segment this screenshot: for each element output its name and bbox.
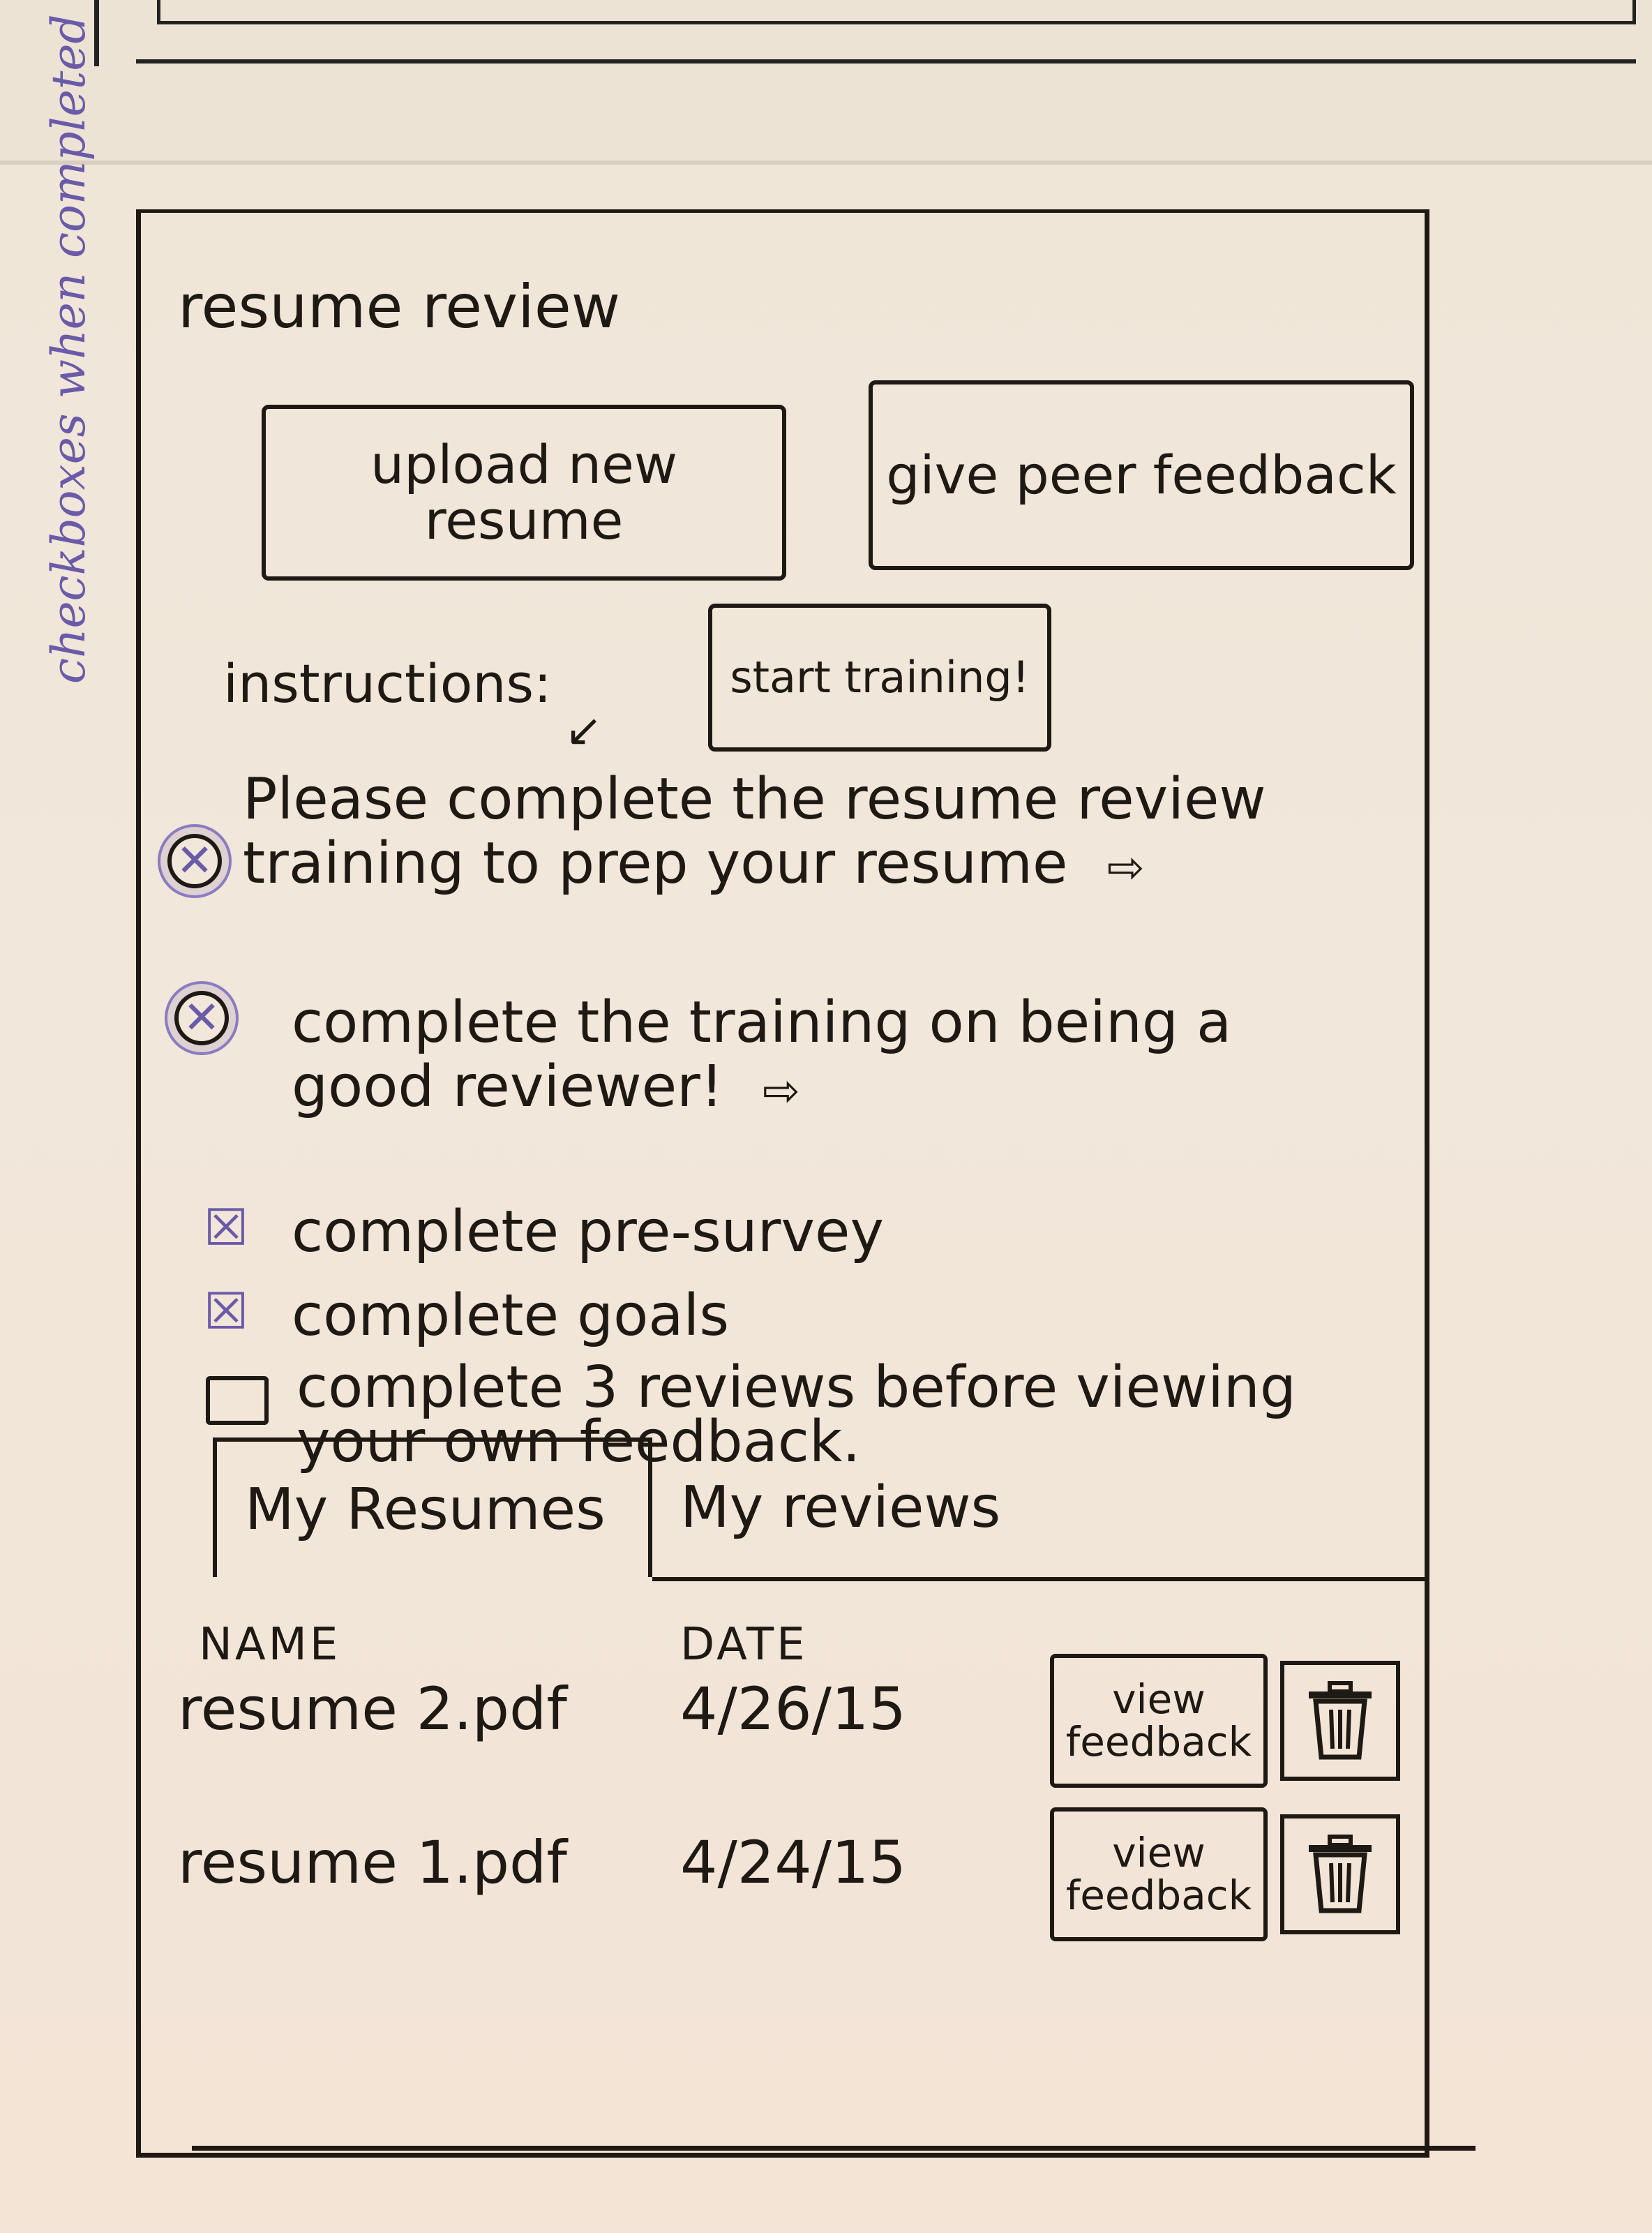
start-training-button[interactable]: start training! [708, 604, 1051, 752]
view-feedback-label: view feedback [1065, 1675, 1252, 1765]
previous-sketch-remnant [0, 0, 1652, 165]
task-item: ✕ Please complete the resume review trai… [158, 768, 1416, 898]
task-item: complete 3 reviews before viewing your o… [206, 1354, 1427, 1475]
give-peer-feedback-label: give peer feedback [886, 444, 1397, 507]
sketch-line [157, 0, 1636, 24]
check-x-icon: ✕ [176, 835, 213, 887]
give-peer-feedback-button[interactable]: give peer feedback [869, 380, 1414, 570]
check-x-icon: ☒ [203, 1282, 249, 1340]
frame-bottom-line [192, 2146, 1475, 2151]
tab-my-reviews[interactable]: My reviews [652, 1437, 1280, 1577]
page-title: resume review [178, 272, 621, 342]
task-item: ☒ complete pre-survey [199, 1198, 884, 1265]
check-x-icon: ☒ [203, 1198, 249, 1257]
delete-button[interactable] [1280, 1661, 1400, 1781]
upload-resume-button[interactable]: upload new resume [262, 405, 786, 581]
column-header-name: NAME [199, 1619, 341, 1671]
sketch-line [136, 59, 1636, 64]
task-label: complete pre-survey [292, 1199, 884, 1265]
sketch-line [94, 0, 99, 66]
delete-button[interactable] [1280, 1814, 1400, 1934]
task-label: complete 3 reviews before viewing your o… [296, 1354, 1296, 1475]
arrow-left-icon: ↙ [565, 705, 603, 756]
task-item: ✕ complete the training on being a good … [165, 981, 1416, 1119]
column-header-date: DATE [680, 1619, 808, 1671]
table-row: resume 1.pdf 4/24/15 view feedback [178, 1807, 1406, 1947]
view-feedback-button[interactable]: view feedback [1050, 1807, 1268, 1941]
checkbox-checked[interactable]: ☒ [199, 1282, 253, 1340]
trash-icon [1309, 1681, 1372, 1760]
task-text: Please complete the resume review traini… [243, 768, 1387, 896]
upload-resume-label: upload new resume [370, 433, 678, 551]
checkbox-checked[interactable]: ✕ [158, 824, 232, 898]
view-feedback-label: view feedback [1065, 1829, 1252, 1919]
task-label: complete the training on being a good re… [292, 989, 1232, 1120]
checkbox-checked[interactable]: ✕ [165, 981, 239, 1055]
side-annotation-text: checkboxes when completed [42, 14, 96, 684]
tab-bar: My Resumes My reviews [213, 1437, 1427, 1605]
arrow-right-icon[interactable]: ⇨ [762, 1065, 800, 1117]
checkbox-unchecked[interactable] [206, 1376, 269, 1425]
table-row: resume 2.pdf 4/26/15 view feedback [178, 1654, 1406, 1793]
tab-my-resumes[interactable]: My Resumes [213, 1437, 652, 1577]
file-date: 4/24/15 [680, 1828, 906, 1897]
view-feedback-button[interactable]: view feedback [1050, 1654, 1268, 1788]
screen-frame [136, 209, 1429, 2158]
tab-divider [652, 1577, 1427, 1581]
start-training-label: start training! [730, 652, 1030, 703]
task-label: complete goals [292, 1283, 730, 1349]
task-label: Please complete the resume review traini… [243, 766, 1266, 897]
file-date: 4/26/15 [680, 1675, 906, 1743]
tab-label: My Resumes [245, 1476, 606, 1543]
arrow-right-icon[interactable]: ⇨ [1106, 842, 1145, 894]
checkbox-checked[interactable]: ☒ [199, 1198, 253, 1257]
check-x-icon: ✕ [183, 992, 220, 1044]
task-text: complete the training on being a good re… [292, 991, 1324, 1119]
task-item: ☒ complete goals [199, 1282, 730, 1349]
file-name[interactable]: resume 1.pdf [178, 1828, 567, 1897]
file-name[interactable]: resume 2.pdf [178, 1675, 567, 1743]
instructions-label: instructions: [223, 652, 552, 715]
tab-label: My reviews [680, 1474, 1001, 1541]
trash-icon [1309, 1835, 1372, 1913]
